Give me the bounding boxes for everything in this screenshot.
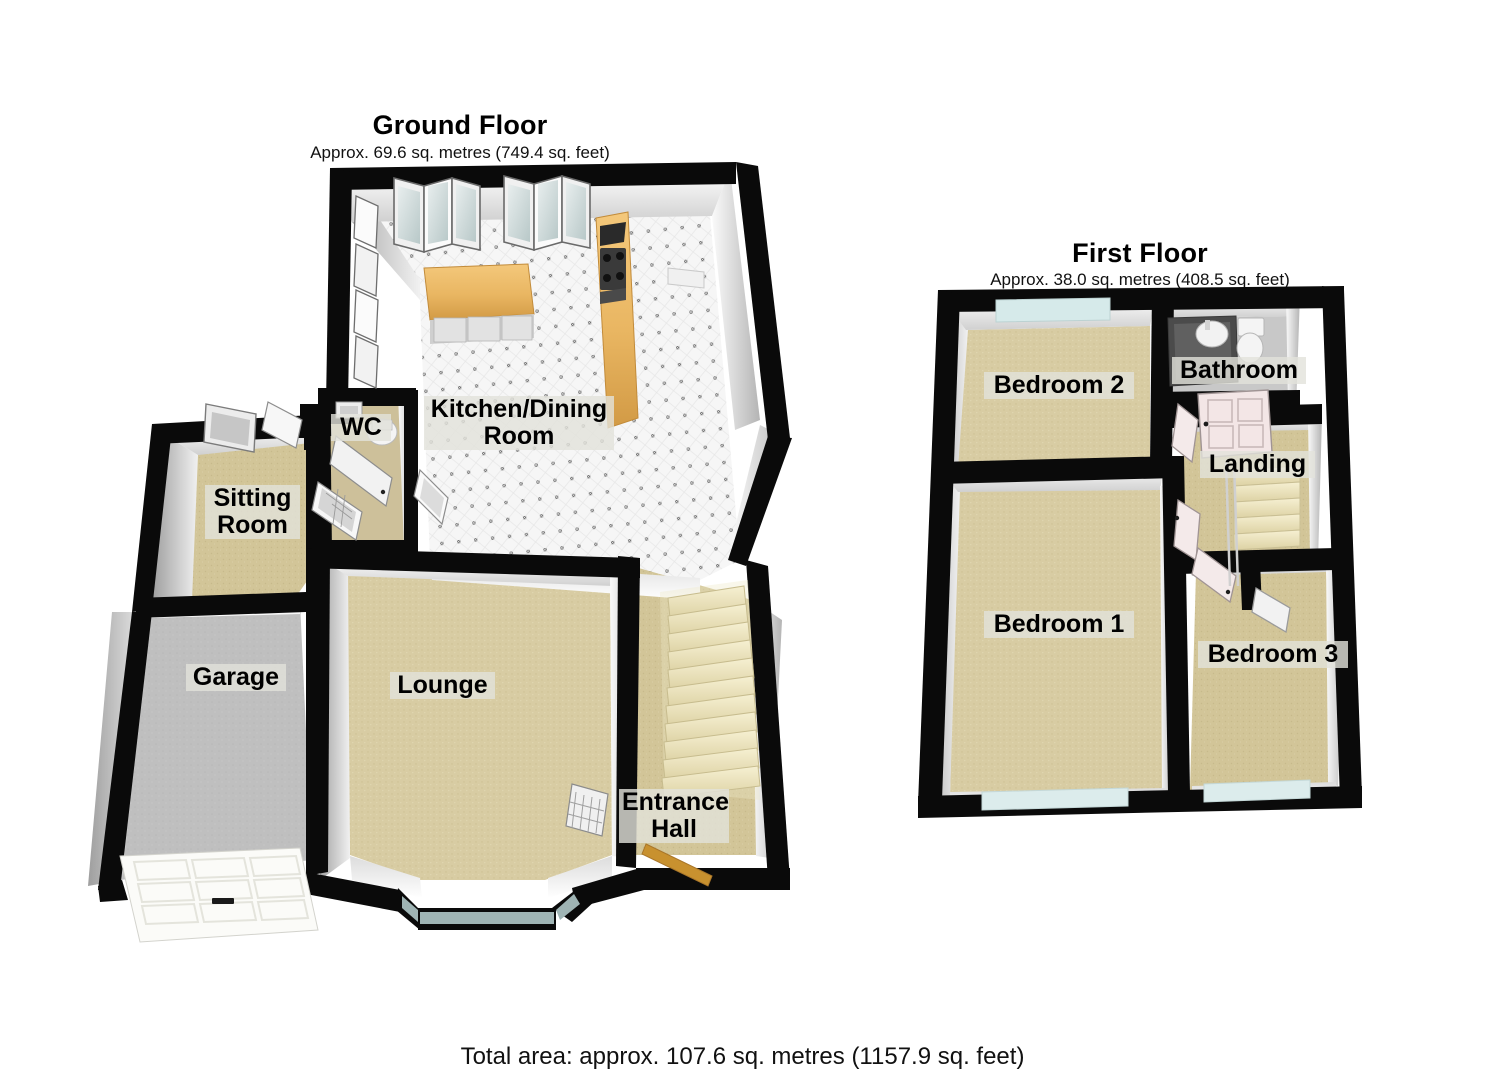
sitting-room-window <box>203 403 257 453</box>
room-label-bedroom-2: Bedroom 2 <box>984 372 1134 399</box>
lounge-floor <box>345 570 612 880</box>
garage-door <box>119 847 319 943</box>
total-area-text: Total area: approx. 107.6 sq. metres (11… <box>460 1043 1025 1070</box>
ground-floor-fixtures <box>119 174 761 943</box>
first-floor-area: Approx. 38.0 sq. metres (408.5 sq. feet) <box>990 270 1290 289</box>
bedroom-1-floor <box>950 486 1166 796</box>
kitchen-worktop <box>595 211 639 429</box>
room-label-wc: WC <box>331 414 391 441</box>
side-folding-doors <box>353 195 379 389</box>
room-label-bathroom: Bathroom <box>1172 357 1306 384</box>
basin <box>1195 320 1229 348</box>
room-label-bedroom-3: Bedroom 3 <box>1198 641 1348 668</box>
bedroom-3-window <box>1203 779 1311 803</box>
bedroom-1-window <box>981 787 1129 811</box>
room-label-garage: Garage <box>186 664 286 691</box>
window <box>667 267 705 289</box>
front-door <box>641 843 713 887</box>
hob <box>600 248 626 290</box>
landing-doors <box>1171 402 1291 634</box>
bedroom-2-window <box>995 297 1111 323</box>
radiator <box>565 783 609 837</box>
room-label-landing: Landing <box>1200 451 1315 478</box>
room-label-kitchen-dining: Kitchen/Dining Room <box>424 396 614 450</box>
first-floor-surfaces <box>950 316 1334 796</box>
room-label-lounge: Lounge <box>390 672 495 699</box>
ground-floor-area: Approx. 69.6 sq. metres (749.4 sq. feet) <box>310 143 610 162</box>
bifold-doors <box>393 174 591 254</box>
room-label-bedroom-1: Bedroom 1 <box>984 611 1134 638</box>
staircase <box>660 580 761 800</box>
bathroom-door <box>1197 389 1273 459</box>
first-floor-fixtures <box>981 297 1311 811</box>
kitchen-island <box>423 263 535 344</box>
room-label-entrance-hall: Entrance Hall <box>619 789 729 843</box>
room-label-sitting-room: Sitting Room <box>205 485 300 539</box>
first-floor-title: First Floor <box>1072 238 1208 268</box>
bedroom-3-floor <box>1190 568 1334 790</box>
bay-window <box>402 894 580 924</box>
interior-doors <box>261 401 449 541</box>
ground-floor-title: Ground Floor <box>372 110 548 140</box>
landing-staircase <box>1224 461 1301 587</box>
